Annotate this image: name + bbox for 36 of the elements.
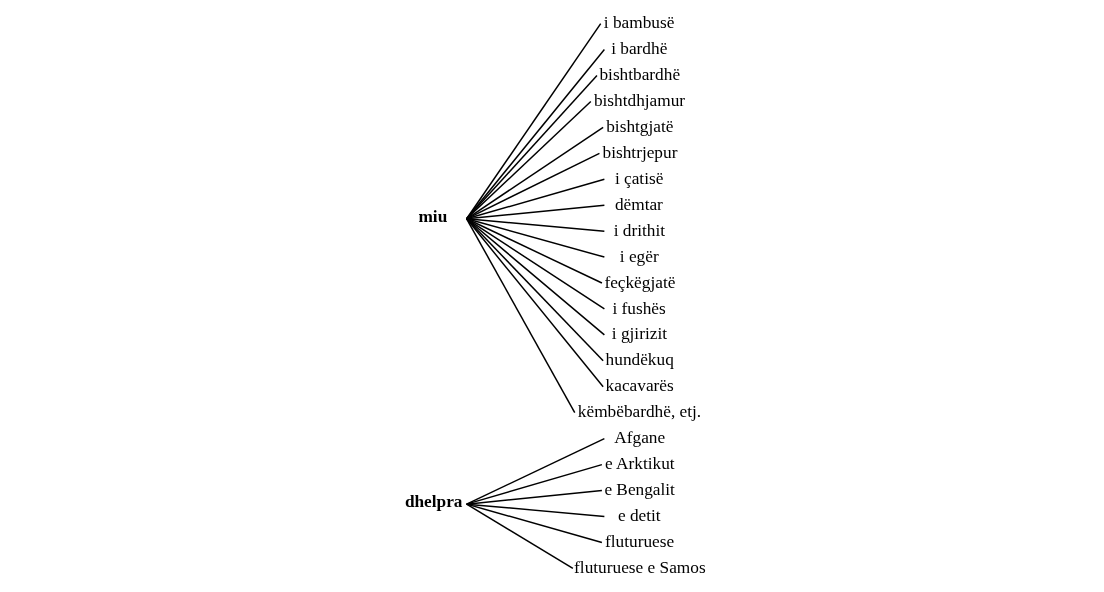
connector [465, 48, 605, 220]
node-text: i fushës [611, 298, 666, 318]
node-text: miu [417, 207, 447, 227]
node-text: bishtgjatë [605, 116, 673, 136]
node-text: dhelpra [404, 492, 463, 512]
connector [465, 218, 575, 414]
node-text: i bardhë [610, 39, 667, 59]
connector [465, 489, 603, 505]
node-text: i gjirizit [611, 324, 667, 344]
node-text: i çatisë [614, 168, 663, 188]
node-text: i egër [619, 246, 659, 266]
node-text: e detit [617, 506, 661, 526]
connector [465, 463, 603, 505]
node-text: Afgane [613, 428, 665, 448]
connector [465, 22, 601, 220]
node-text: e Bengalit [603, 480, 675, 500]
node-text: hundëkuq [605, 350, 674, 370]
node-text: i bambusë [603, 13, 674, 33]
node-text: bishtdhjamur [593, 91, 685, 111]
node-text: fluturuese e Samos [573, 557, 706, 577]
connector [465, 100, 592, 220]
connector [465, 437, 605, 505]
node-text: fluturuese [604, 532, 674, 552]
node-text: bishtbardhë [598, 65, 680, 85]
node-text: dëmtar [614, 194, 663, 214]
node-text: feçkëgjatë [603, 272, 675, 292]
connector [465, 503, 605, 518]
node-text: i drithit [613, 220, 665, 240]
connector [465, 503, 603, 544]
connector [465, 74, 598, 220]
connector [465, 218, 604, 388]
connector [465, 503, 574, 570]
node-text: këmbëbardhë, etj. [577, 402, 701, 422]
node-text: e Arktikut [604, 454, 675, 474]
node-text: bishtrjepur [602, 142, 677, 162]
node-text: kacavarës [605, 376, 674, 396]
